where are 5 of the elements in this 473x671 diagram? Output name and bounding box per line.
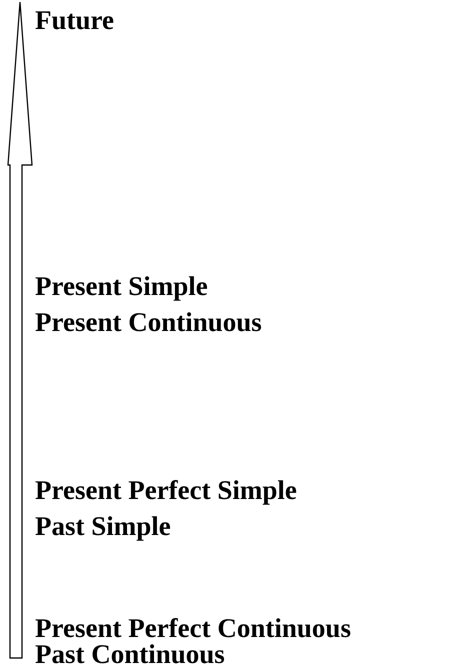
- tense-label: Present Perfect Simple: [35, 474, 297, 506]
- tense-label: Past Simple: [35, 510, 171, 542]
- tense-label: Future: [35, 4, 114, 36]
- tense-label: Present Simple: [35, 270, 208, 302]
- tense-label: Present Continuous: [35, 306, 262, 338]
